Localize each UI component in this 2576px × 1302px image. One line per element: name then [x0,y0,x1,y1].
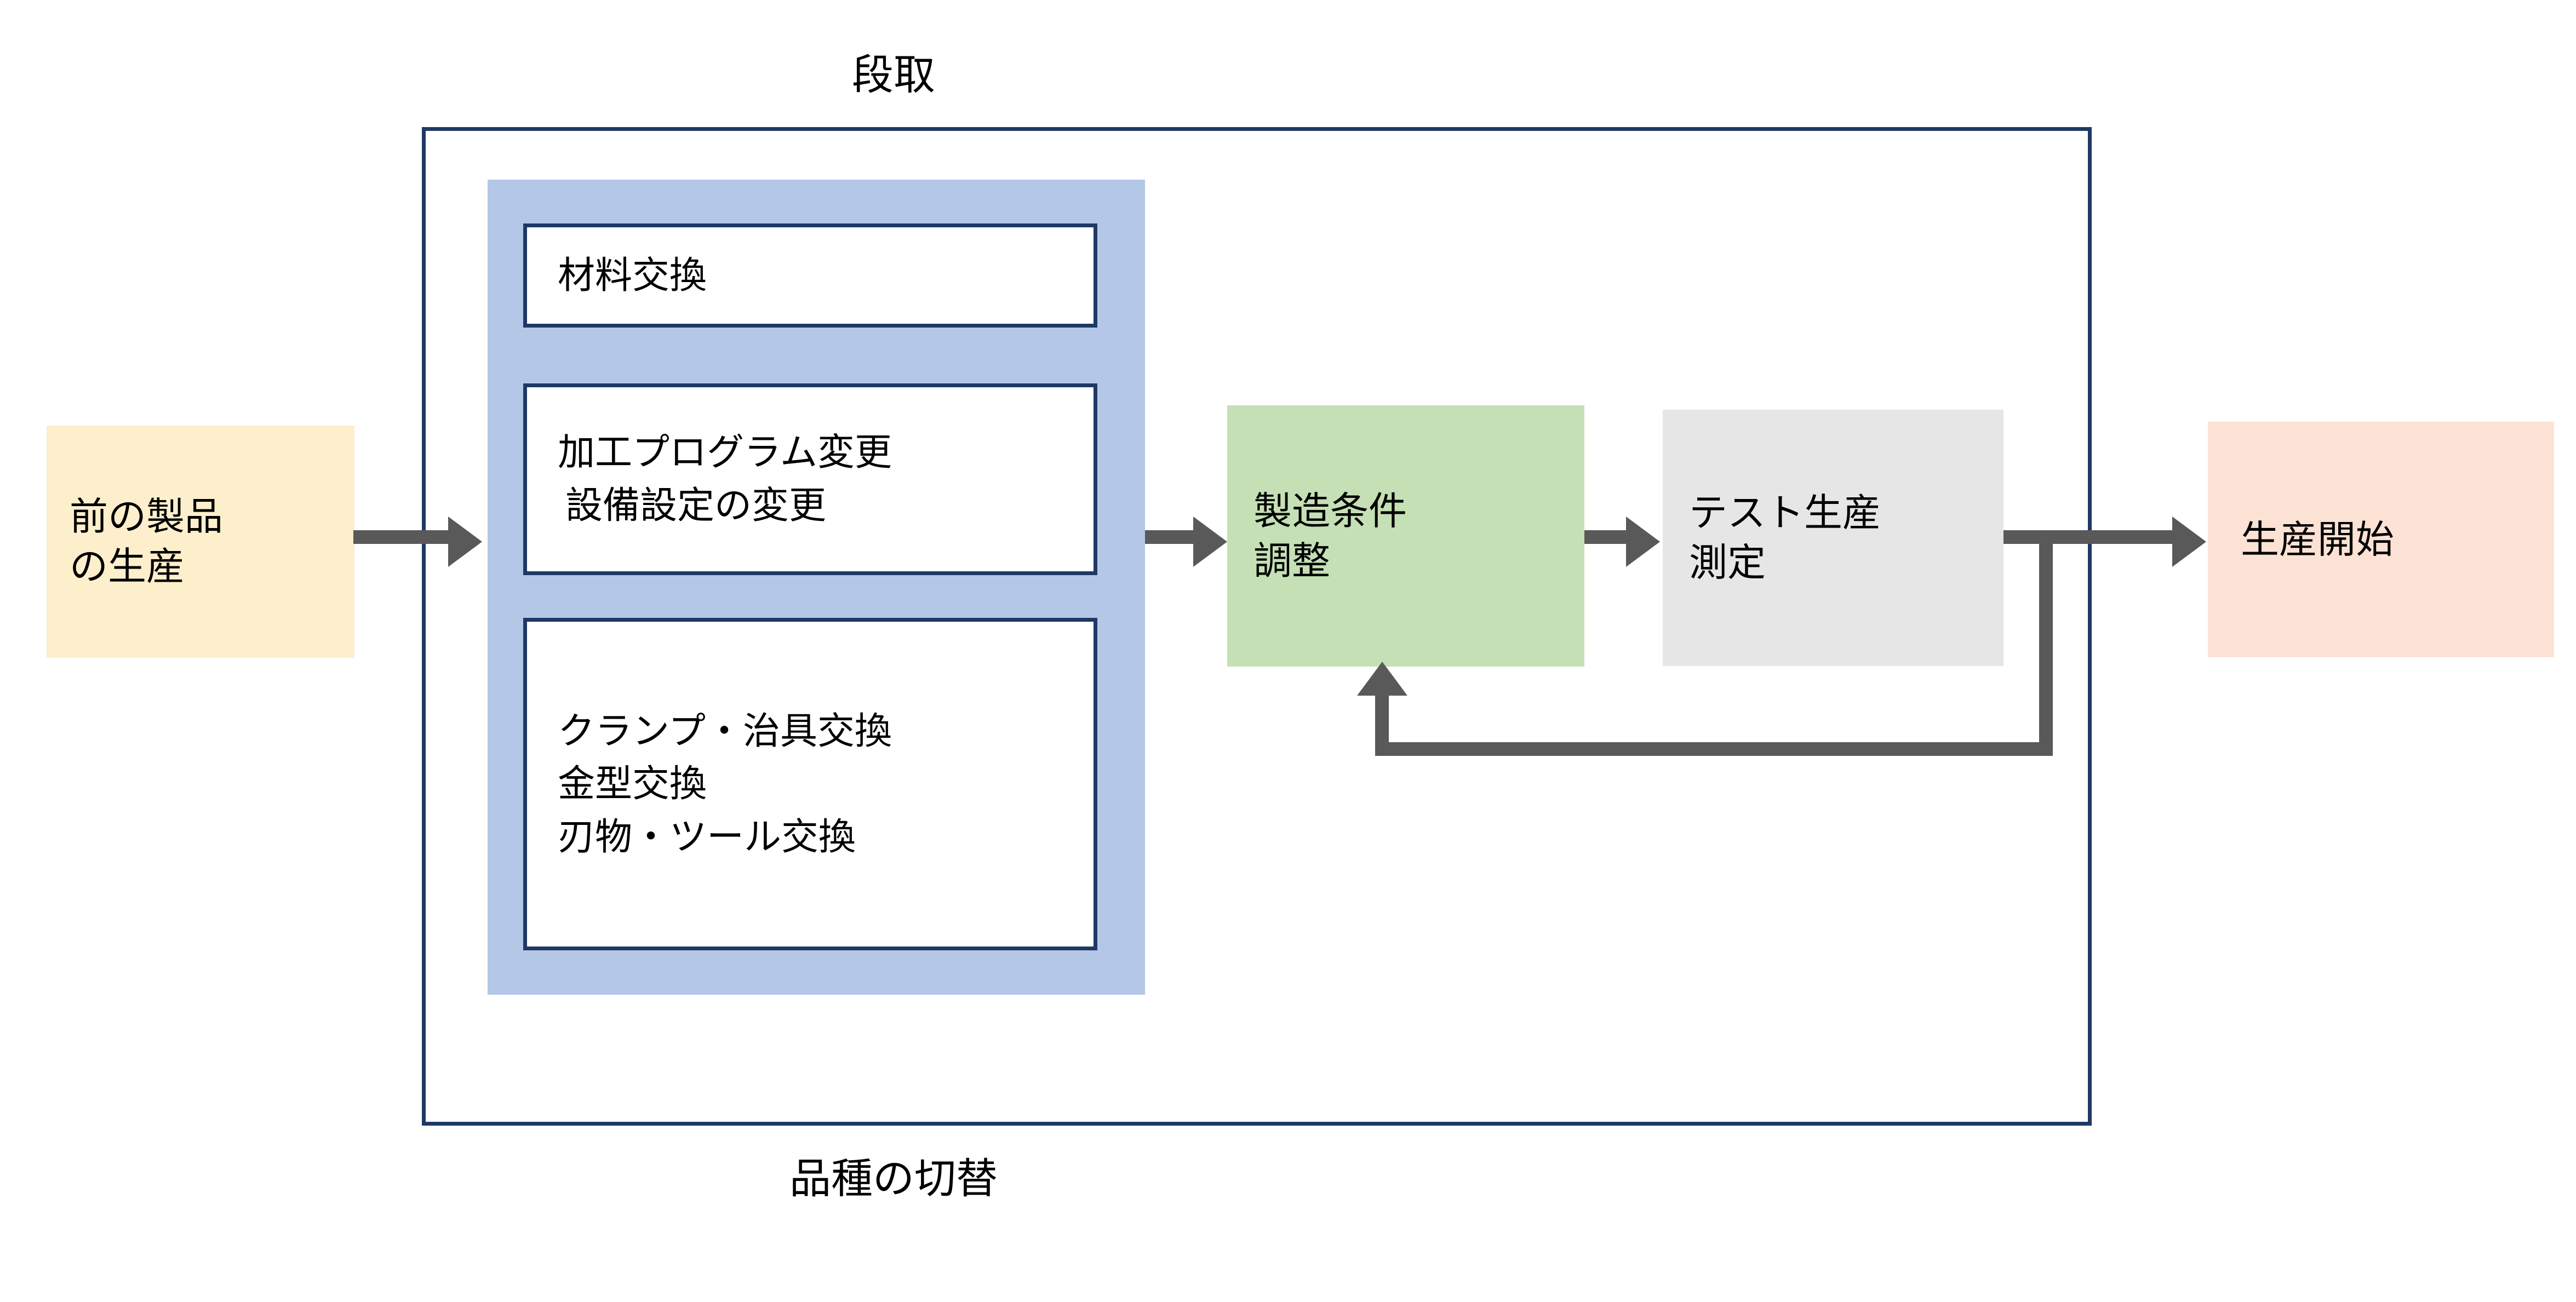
arrow-test-to-start-head-icon [2172,517,2206,567]
arrow-changeover-to-condition-shaft [1145,530,1197,544]
setup-caption-text: 段取 [852,52,935,99]
node-production-start[interactable]: 生産開始 [2208,422,2554,657]
arrow-test-to-start-shaft [2003,530,2176,544]
setup-caption: 段取 [0,55,2576,96]
task-box-program[interactable]: 加工プログラム変更 設備設定の変更 [523,383,1097,575]
task-program-line2: 設備設定の変更 [565,485,827,526]
task-program-line1: 加工プログラム変更 [558,432,892,474]
prev-production-line2: の生産 [70,545,185,588]
task-tooling-line3: 刃物・ツール交換 [558,816,856,858]
task-box-material[interactable]: 材料交換 [523,223,1097,328]
arrow-condition-to-test-head-icon [1626,517,1660,567]
node-condition-adjust[interactable]: 製造条件 調整 [1227,405,1584,667]
task-material-line1: 材料交換 [558,254,707,296]
condition-adjust-line2: 調整 [1253,539,1330,582]
changeover-caption-text: 品種の切替 [789,1156,998,1202]
task-tooling-line1: クランプ・治具交換 [558,710,892,752]
feedback-loop-right-segment [2039,530,2053,755]
arrow-prev-to-changeover-head-icon [448,517,482,567]
setup-frame [422,127,2092,1126]
node-prev-production[interactable]: 前の製品 の生産 [47,426,354,658]
arrow-condition-to-test-shaft [1584,530,1629,544]
feedback-loop-head-icon [1357,662,1407,696]
production-start-label: 生産開始 [2241,518,2394,561]
changeover-caption: 品種の切替 [0,1158,2576,1200]
test-production-line2: 測定 [1689,541,1766,584]
prev-production-line1: 前の製品 [70,495,223,538]
task-box-tooling[interactable]: クランプ・治具交換 金型交換 刃物・ツール交換 [523,618,1097,950]
condition-adjust-line1: 製造条件 [1253,489,1407,532]
feedback-loop-left-segment [1375,695,1389,756]
arrow-prev-to-changeover-shaft [353,530,452,544]
feedback-loop-bottom-segment [1375,742,2053,756]
arrow-changeover-to-condition-head-icon [1193,517,1227,567]
test-production-line1: テスト生産 [1689,491,1881,534]
node-test-production[interactable]: テスト生産 測定 [1663,410,2003,666]
task-tooling-line2: 金型交換 [558,763,707,805]
